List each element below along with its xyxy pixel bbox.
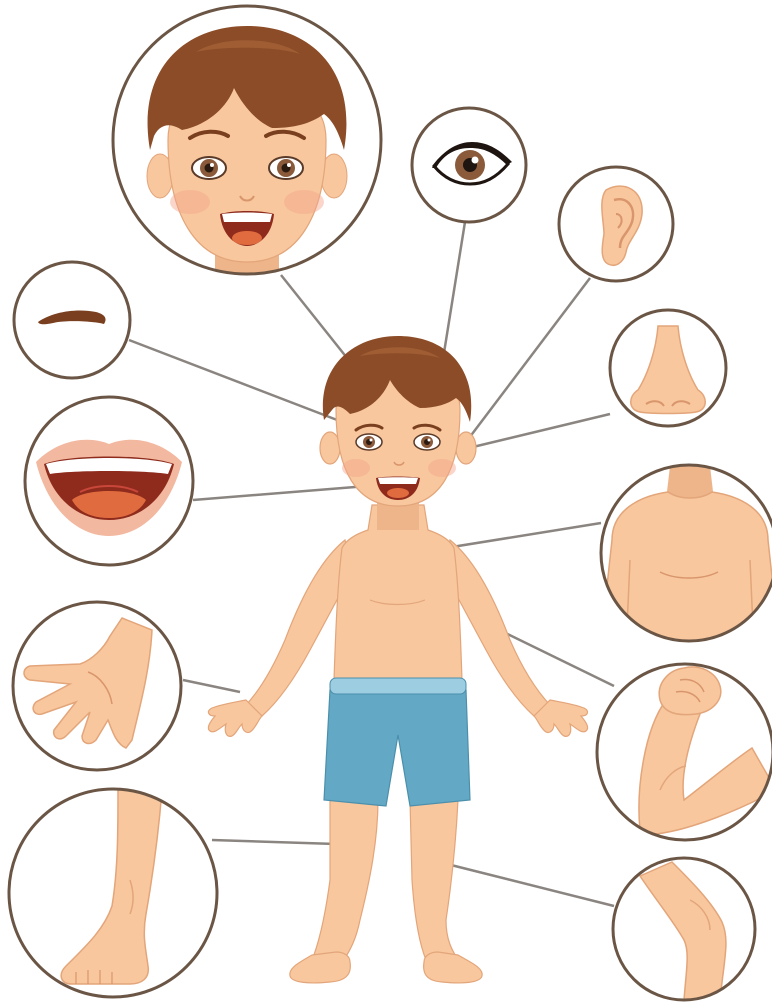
callout-eye bbox=[412, 108, 526, 222]
leader-line-knee bbox=[443, 863, 614, 906]
boy-feet bbox=[290, 952, 482, 983]
callout-knee bbox=[613, 858, 755, 1000]
leader-line-ear bbox=[463, 278, 590, 446]
leader-line-hand bbox=[183, 680, 240, 692]
callout-eyebrow bbox=[14, 262, 130, 378]
leader-line-mouth bbox=[193, 485, 380, 500]
callout-chest bbox=[600, 465, 772, 650]
callout-hand bbox=[13, 602, 181, 770]
boy-torso bbox=[334, 505, 462, 680]
callout-arm bbox=[597, 664, 772, 840]
callout-leg bbox=[9, 789, 217, 997]
boy-legs bbox=[312, 800, 458, 960]
boy-shorts bbox=[324, 678, 470, 806]
callout-nose bbox=[610, 310, 726, 426]
callout-face bbox=[113, 6, 381, 280]
callout-mouth bbox=[25, 397, 193, 565]
leader-line-leg bbox=[212, 840, 336, 844]
callout-ear bbox=[559, 167, 673, 281]
